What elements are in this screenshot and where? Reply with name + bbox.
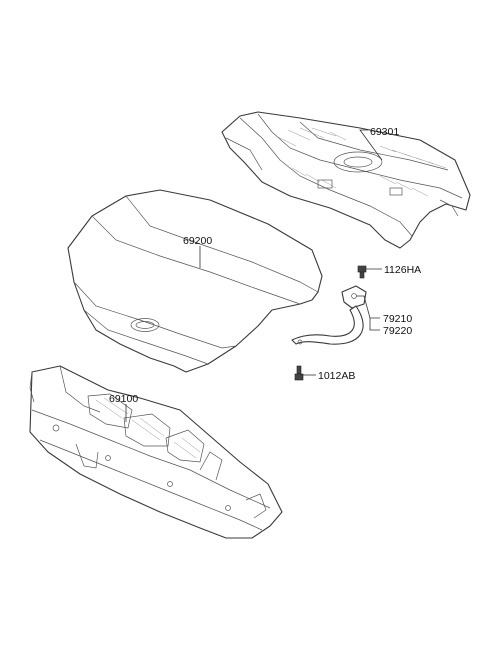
label-back-panel: 69100	[109, 393, 138, 405]
label-rear-floor-panel: 69301	[370, 126, 399, 138]
label-bolt-lower: 1012AB	[318, 370, 355, 382]
label-trunk-lid: 69200	[183, 235, 212, 247]
bolt-upper[interactable]	[357, 265, 367, 279]
trunk-lid-hinge[interactable]	[291, 285, 367, 345]
label-bolt-upper: 1126HA	[384, 264, 421, 276]
back-panel[interactable]	[29, 365, 283, 539]
trunk-lid[interactable]	[67, 189, 323, 373]
rear-floor-panel[interactable]	[221, 111, 471, 249]
bolt-lower[interactable]	[294, 365, 304, 381]
label-hinge-lh: 79210	[383, 313, 412, 325]
label-hinge-rh: 79220	[383, 325, 412, 337]
leader-lines	[125, 129, 383, 422]
